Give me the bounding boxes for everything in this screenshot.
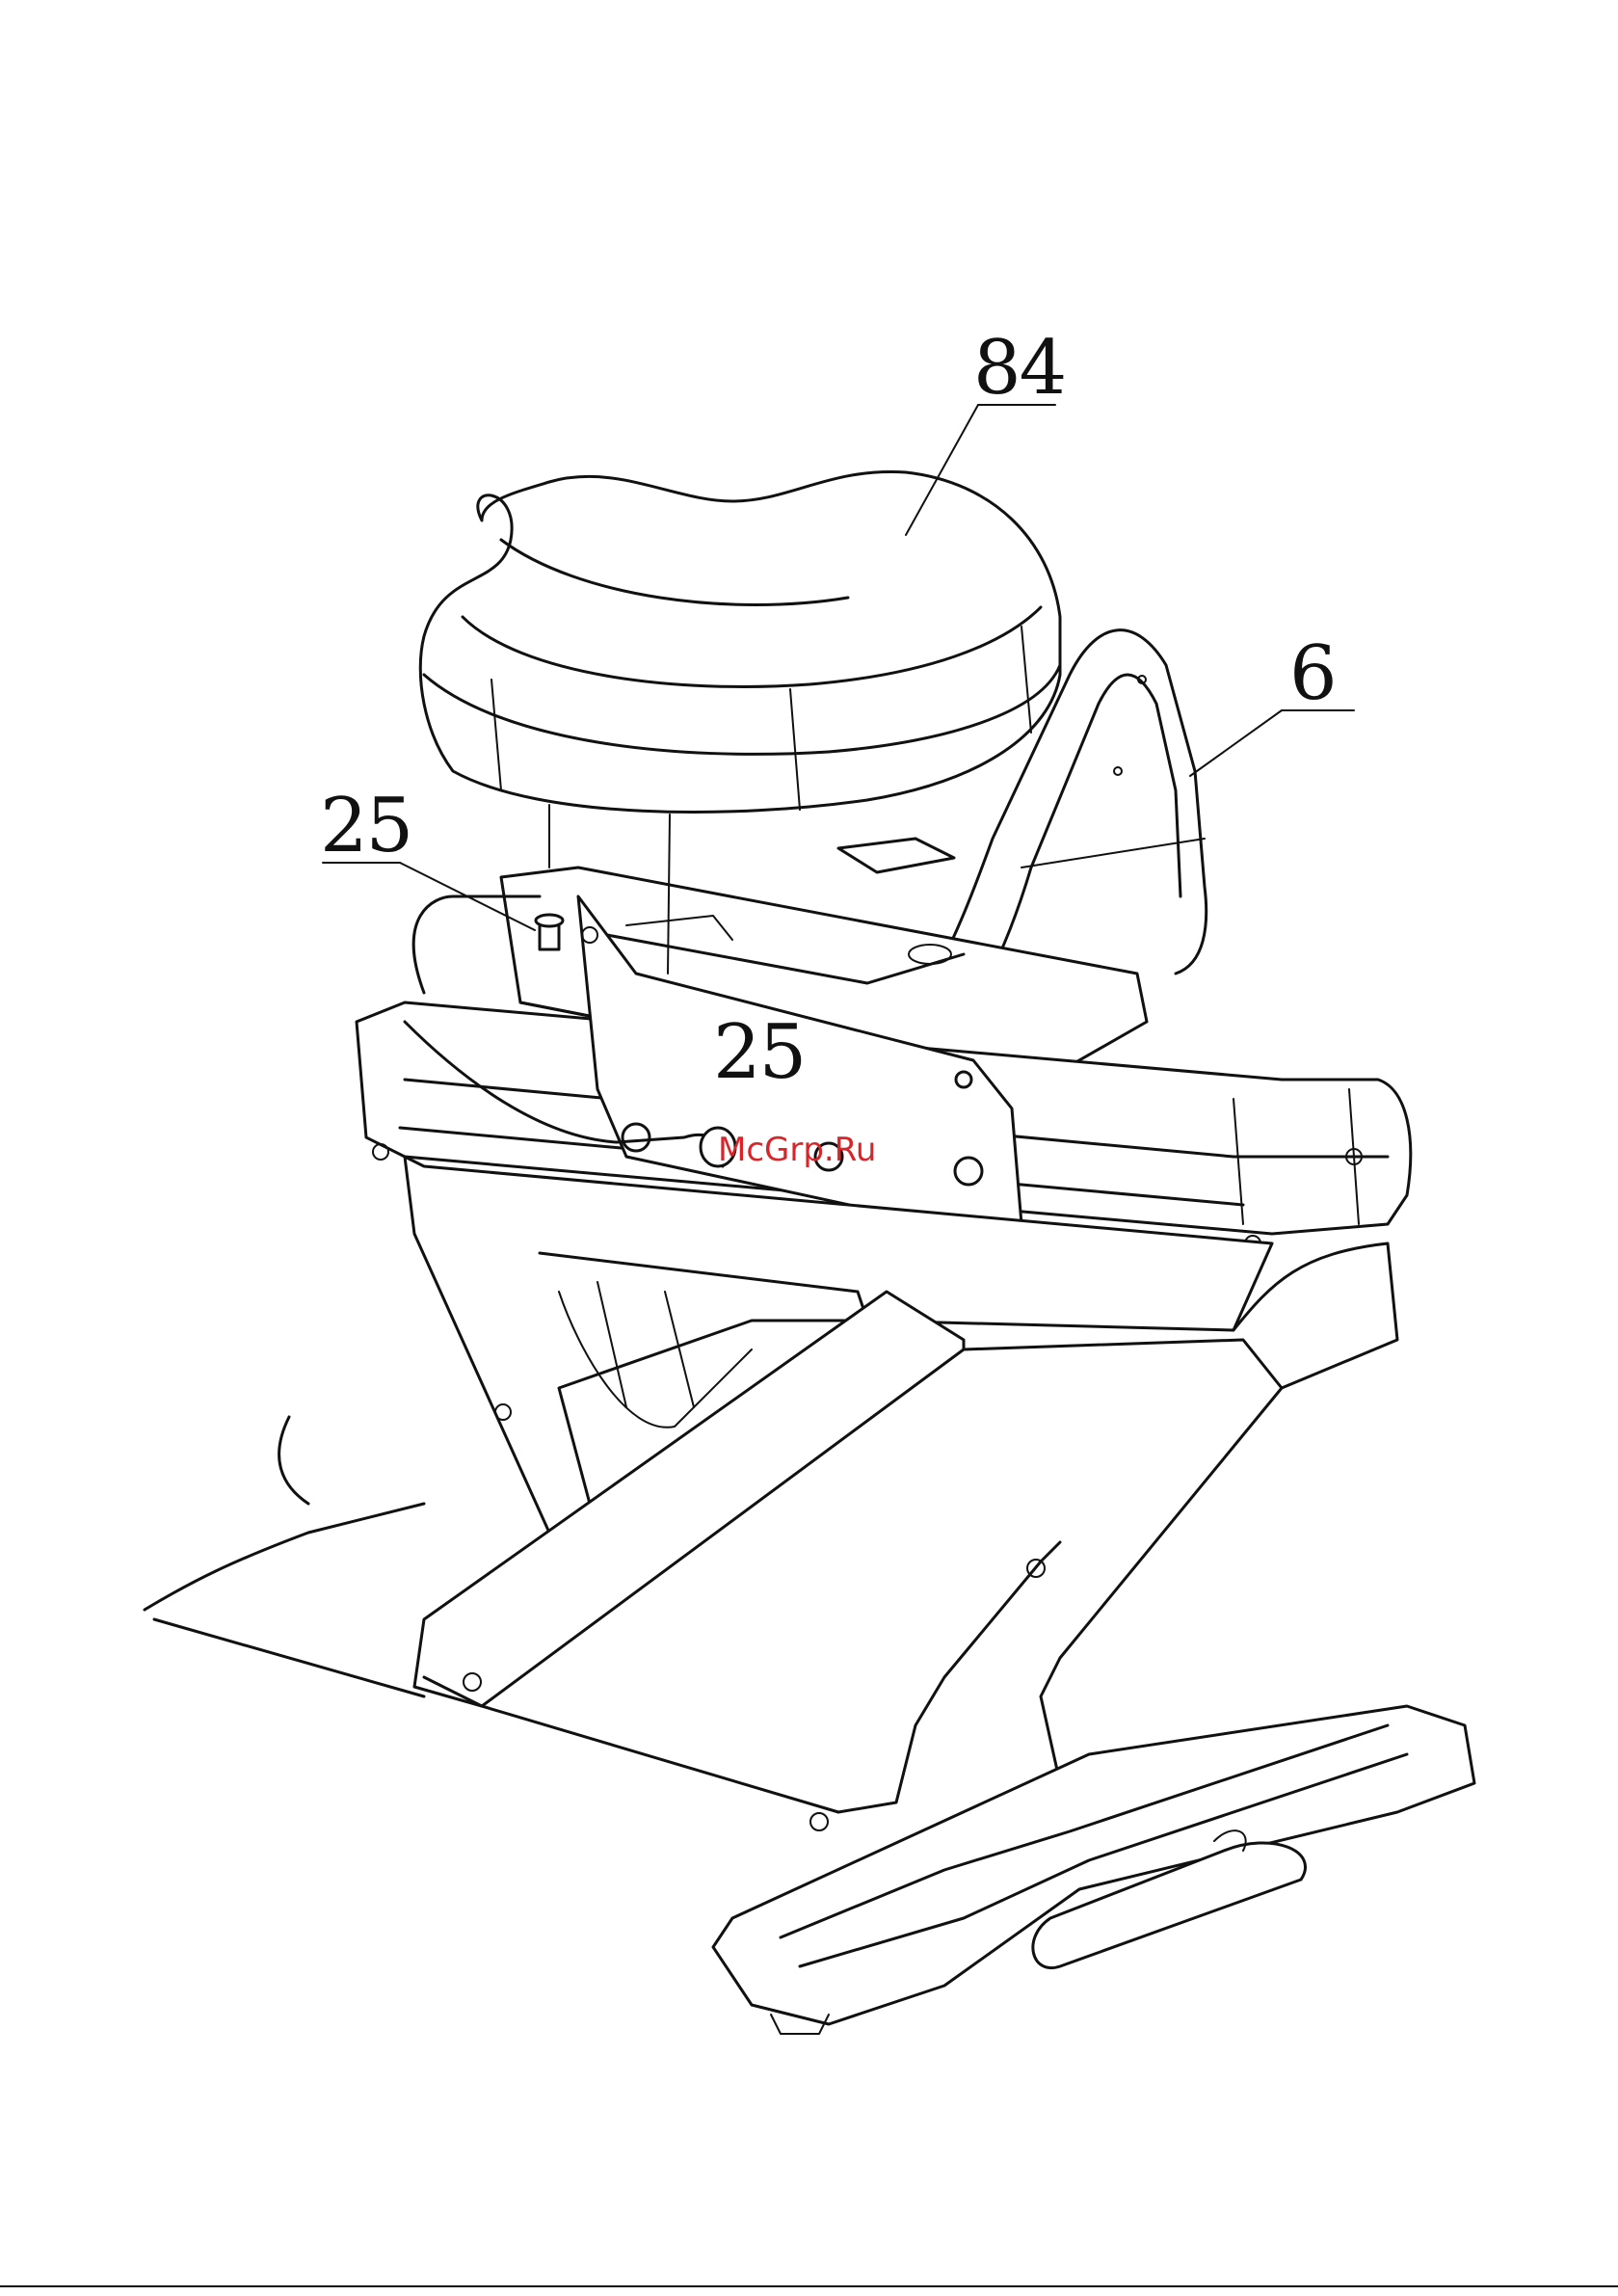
callout-84: 84 <box>973 331 1065 406</box>
rear-stabilizer <box>713 1706 1474 2034</box>
callout-25-left: 25 <box>320 788 411 864</box>
callout-6: 6 <box>1289 636 1336 711</box>
main-frame <box>145 1157 1397 1830</box>
seat-cushion <box>420 472 1060 813</box>
watermark: McGrp.Ru <box>718 1134 876 1166</box>
callout-6-leader <box>1190 710 1354 776</box>
callout-25-right: 25 <box>713 1015 805 1090</box>
